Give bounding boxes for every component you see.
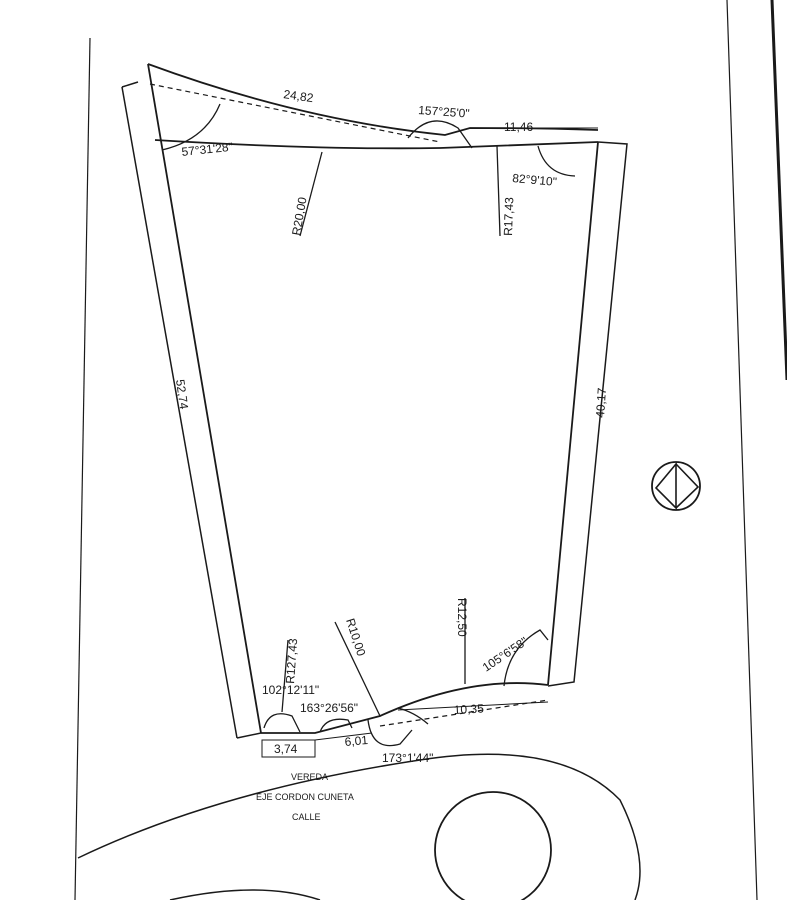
left-sidewalk-strip xyxy=(121,81,238,739)
angle-top-left: 57°31'28" xyxy=(181,140,234,159)
lot-boundary xyxy=(147,63,599,739)
angle-top-mid: 157°25'0" xyxy=(418,103,470,121)
radius-top-right: R17,43 xyxy=(501,197,516,236)
label-calle: CALLE xyxy=(292,812,321,822)
bottom-radius-lines xyxy=(281,598,466,717)
dim-top-left: 24,82 xyxy=(283,87,315,105)
radius-bottom-a: R127,43 xyxy=(283,638,300,685)
label-eje-cordon-cuneta: EJE CORDON CUNETA xyxy=(256,792,354,802)
angle-bottom-left: 102°12'11" xyxy=(262,683,319,697)
radius-bottom-c: R12,50 xyxy=(455,598,469,637)
dim-left-side: 52,74 xyxy=(173,378,191,410)
angle-bottom-right: 105°6'58" xyxy=(480,634,530,674)
top-radius-lines xyxy=(299,145,501,237)
radius-bottom-b: R10,00 xyxy=(343,617,368,658)
label-vereda: VEREDA xyxy=(291,772,328,782)
angle-arcs xyxy=(161,103,576,747)
radius-top-left: R20,00 xyxy=(289,196,310,237)
dimension-lines xyxy=(261,127,598,758)
angle-bottom-mid-lower: 173°1'44" xyxy=(382,751,433,765)
dim-bottom-c: 10,35 xyxy=(453,701,484,717)
angle-bottom-mid-upper: 163°26'56" xyxy=(300,701,358,715)
dim-bottom-a: 3,74 xyxy=(274,742,298,756)
north-arrow-icon xyxy=(651,461,701,511)
dim-right-side: 40,17 xyxy=(593,387,609,418)
dim-top-right: 11,46 xyxy=(504,120,533,134)
angle-top-right: 82°9'10" xyxy=(512,171,558,189)
dim-bottom-b: 6,01 xyxy=(344,733,369,749)
sheet-border xyxy=(74,0,787,900)
right-sidewalk-strip xyxy=(547,141,628,687)
street-curves xyxy=(77,753,641,900)
